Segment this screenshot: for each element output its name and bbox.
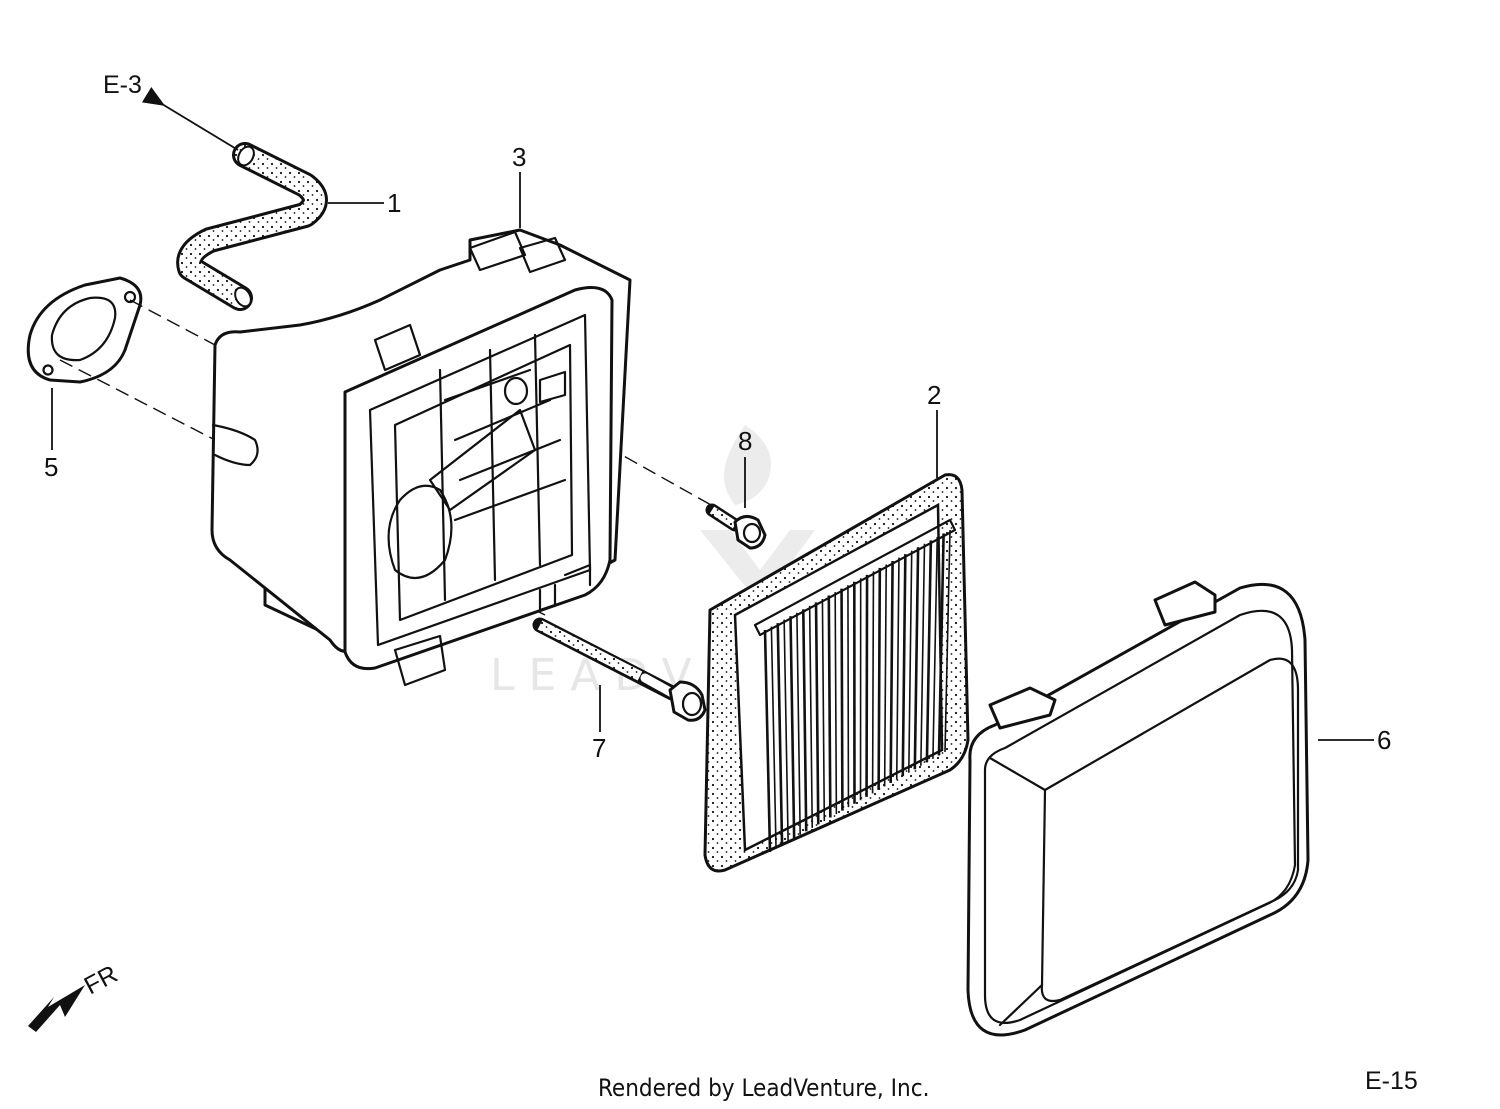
filter-pleat xyxy=(895,557,900,780)
callout-2: 2 xyxy=(927,380,941,410)
filter-pleat xyxy=(889,561,894,784)
part-3-air-cleaner-case xyxy=(210,228,632,687)
filter-pleat xyxy=(907,550,913,773)
leader-lines xyxy=(51,172,1374,741)
filter-pleat xyxy=(763,629,772,853)
part-5-gasket xyxy=(26,276,143,384)
part-1-breather-hose xyxy=(176,142,328,311)
filter-pleat xyxy=(913,547,920,770)
filter-pleat xyxy=(814,602,820,825)
filter-pleat xyxy=(796,612,801,835)
filter-pleat xyxy=(776,623,784,846)
filter-pleat xyxy=(801,609,808,832)
filter-pleat xyxy=(925,540,933,763)
filter-pleat xyxy=(944,529,951,753)
rendered-by-credit: Rendered by LeadVenture, Inc. xyxy=(598,1074,929,1102)
part-8-bolt xyxy=(705,503,767,550)
filter-pleat xyxy=(932,536,939,759)
callout-numbers: 1 2 3 5 6 7 8 xyxy=(44,142,1391,763)
filter-pleat xyxy=(865,574,869,797)
callout-5: 5 xyxy=(44,452,58,482)
filter-pleat xyxy=(808,605,814,828)
filter-pleat xyxy=(871,571,875,794)
part-6-air-cleaner-cover xyxy=(966,580,1310,1037)
filter-pleat xyxy=(770,626,777,849)
front-arrow-icon xyxy=(28,985,85,1032)
filter-pleat xyxy=(827,595,832,818)
part-2-filter-element xyxy=(703,473,970,873)
filter-pleat xyxy=(789,616,796,839)
filter-pleat xyxy=(834,592,838,815)
filter-pleat xyxy=(937,533,945,756)
filter-pleat xyxy=(883,564,888,787)
filter-pleat xyxy=(877,567,882,790)
callout-3: 3 xyxy=(512,142,526,172)
callout-6: 6 xyxy=(1377,725,1391,755)
callout-8: 8 xyxy=(738,426,752,456)
reference-label: E-3 xyxy=(103,71,142,99)
callout-7: 7 xyxy=(592,733,606,763)
part-7-long-bolt xyxy=(532,617,707,722)
page-code: E-15 xyxy=(1365,1067,1418,1095)
filter-pleat xyxy=(920,543,926,766)
filter-pleat xyxy=(821,598,826,821)
front-label: FR xyxy=(80,960,123,1000)
reference-arrow-e3: E-3 xyxy=(103,71,239,151)
front-direction-indicator: FR xyxy=(28,960,122,1032)
filter-pleat xyxy=(901,554,907,777)
filter-pleats xyxy=(763,529,951,853)
filter-pleat xyxy=(847,585,850,808)
callout-1: 1 xyxy=(387,188,401,218)
filter-pleat xyxy=(840,588,844,811)
filter-pleat xyxy=(783,619,789,842)
